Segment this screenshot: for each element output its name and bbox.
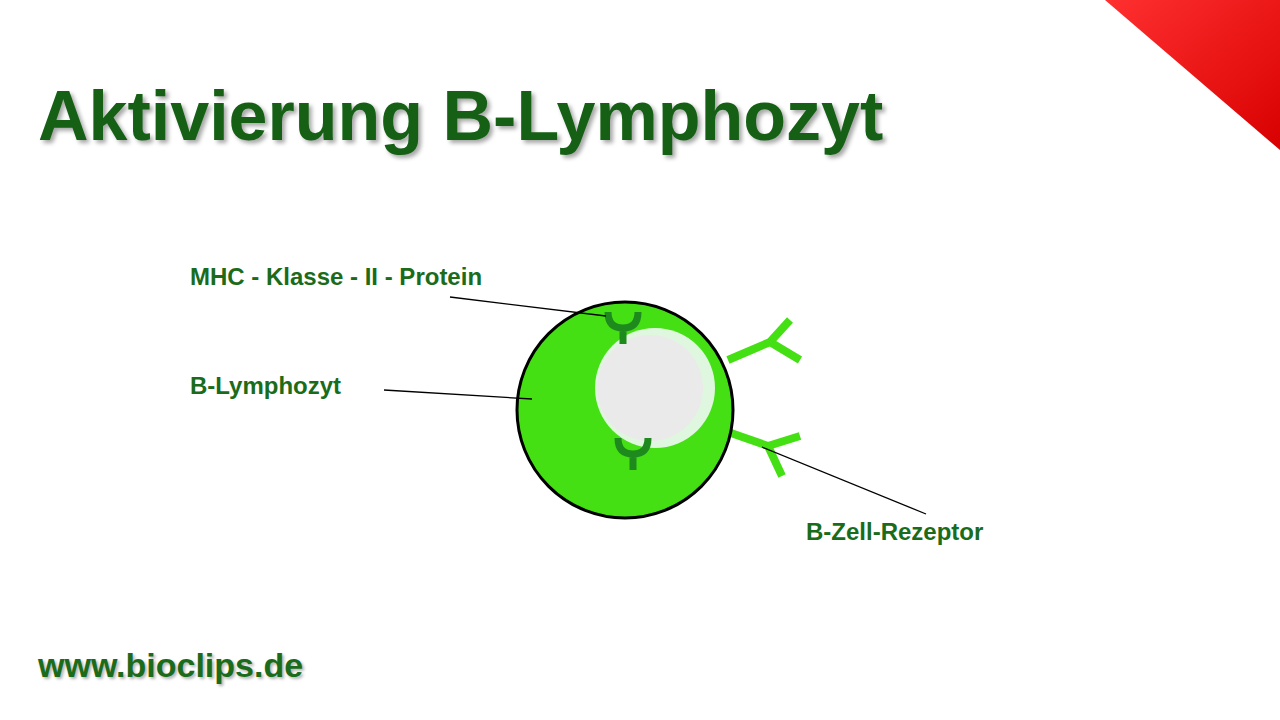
part-label: B-Zell-Rezeptor bbox=[806, 518, 983, 546]
watermark: www.bioclips.de bbox=[38, 646, 303, 685]
b-lymphocyte-cell bbox=[517, 302, 733, 518]
part-label: B-Lymphozyt bbox=[190, 372, 341, 400]
diagram-title: Aktivierung B-Lymphozyt bbox=[38, 76, 883, 156]
nucleus bbox=[597, 335, 703, 441]
mhc-protein-symbol bbox=[608, 312, 648, 470]
corner-triangle bbox=[1105, 0, 1280, 150]
leader-line bbox=[384, 297, 926, 514]
nucleus-outer bbox=[595, 328, 715, 448]
b-cell-receptor-symbol bbox=[728, 320, 800, 476]
part-label: MHC - Klasse - II - Protein bbox=[190, 263, 482, 291]
